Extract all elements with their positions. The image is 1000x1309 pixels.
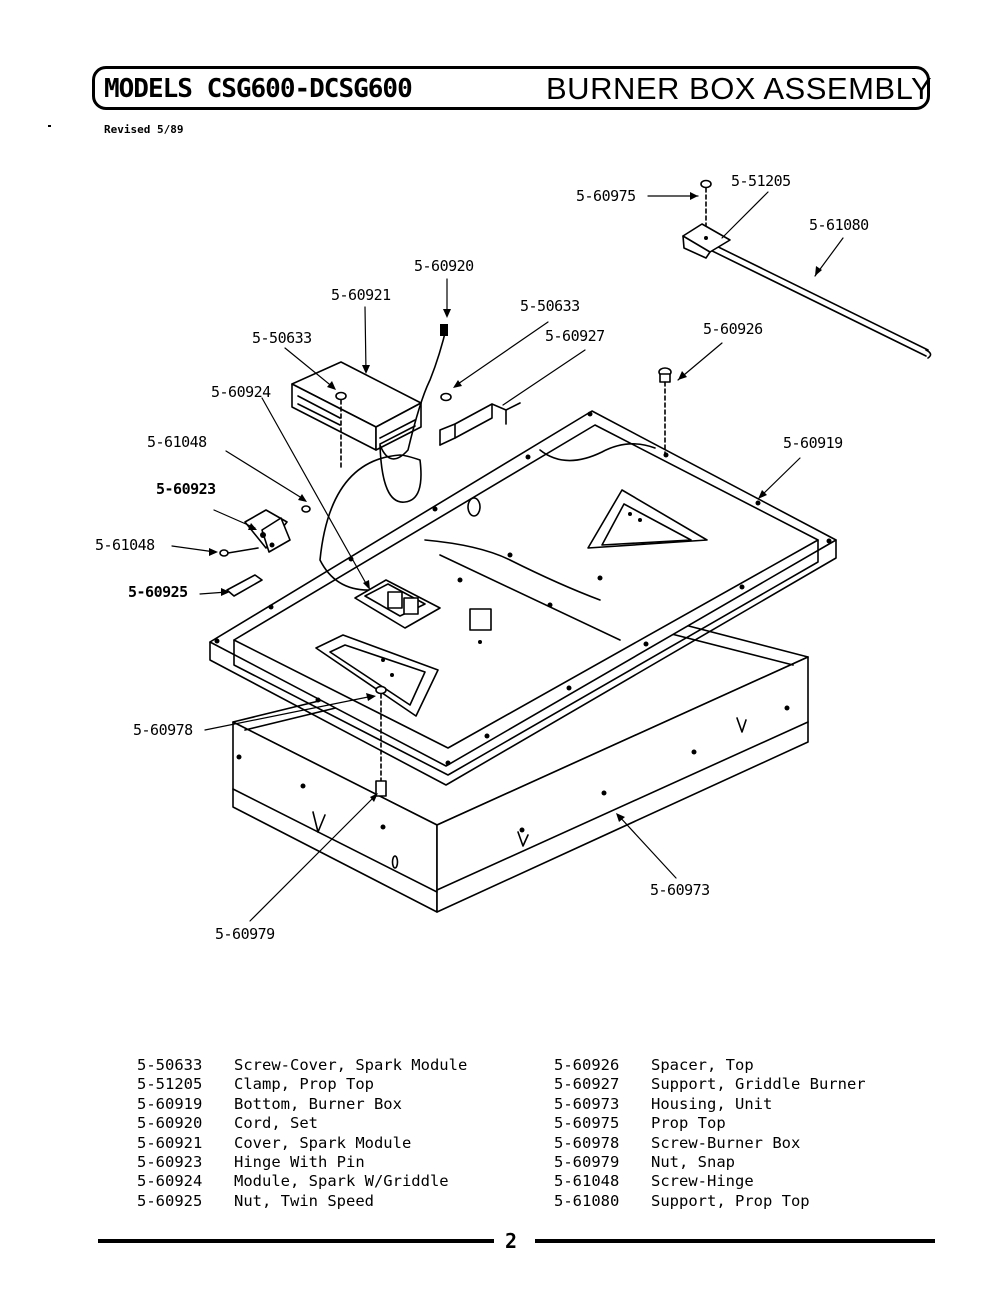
parts-row: 5-60973 Housing, Unit (554, 1095, 894, 1114)
callout-5-60920: 5-60920 (414, 257, 474, 275)
leader-arrowheads (209, 192, 822, 822)
callout-5-60927: 5-60927 (545, 327, 605, 345)
spark-module (354, 579, 441, 629)
page-number: 2 (505, 1229, 518, 1253)
callout-5-61048-upper: 5-61048 (147, 433, 207, 451)
spark-module-cover (291, 361, 422, 451)
callout-5-60925: 5-60925 (128, 583, 188, 601)
callout-5-60926: 5-60926 (703, 320, 763, 338)
parts-row: 5-60919 Bottom, Burner Box (137, 1095, 517, 1114)
parts-row: 5-61048 Screw-Hinge (554, 1172, 894, 1191)
part-number: 5-60919 (137, 1094, 203, 1113)
parts-list-right: 5-60926 Spacer, Top 5-60927 Support, Gridd… (554, 1056, 894, 1211)
callout-5-60924: 5-60924 (211, 383, 271, 401)
part-description: Prop Top (651, 1114, 726, 1133)
part-number: 5-60975 (554, 1114, 620, 1133)
cord-plug (440, 324, 448, 336)
hinge-with-pin (244, 509, 291, 553)
parts-row: 5-60979 Nut, Snap (554, 1153, 894, 1172)
parts-row: 5-60927 Support, Griddle Burner (554, 1075, 894, 1094)
callout-5-60975: 5-60975 (576, 187, 636, 205)
callout-5-60973: 5-60973 (650, 881, 710, 899)
parts-row: 5-60921 Cover, Spark Module (137, 1134, 517, 1153)
part-description: Spacer, Top (651, 1056, 754, 1074)
part-description: Clamp, Prop Top (234, 1075, 374, 1094)
griddle-burner-support (439, 402, 521, 446)
callout-5-60921: 5-60921 (331, 286, 391, 304)
part-number: 5-60979 (554, 1152, 620, 1171)
prop-top-support (682, 223, 932, 359)
part-number: 5-51205 (137, 1075, 203, 1094)
callout-5-50633-cover: 5-50633 (252, 329, 312, 347)
header-frame (92, 66, 930, 110)
part-number: 5-61080 (554, 1191, 620, 1210)
part-number: 5-60923 (137, 1152, 203, 1171)
part-description: Cover, Spark Module (234, 1133, 412, 1152)
parts-row: 5-60978 Screw-Burner Box (554, 1134, 894, 1153)
parts-row: 5-50633 Screw-Cover, Spark Module (137, 1056, 517, 1075)
part-number: 5-60920 (137, 1114, 203, 1133)
part-number: 5-60978 (554, 1133, 620, 1152)
stray-mark (48, 125, 51, 127)
part-number: 5-60926 (554, 1056, 620, 1074)
burner-box-diagram (171, 179, 932, 922)
part-number: 5-60925 (137, 1191, 203, 1210)
parts-row: 5-60923 Hinge With Pin (137, 1153, 517, 1172)
part-number: 5-50633 (137, 1056, 203, 1074)
parts-row: 5-60925 Nut, Twin Speed (137, 1192, 517, 1211)
fasteners (219, 179, 712, 797)
callout-5-61048-lower: 5-61048 (95, 536, 155, 554)
callout-5-60979: 5-60979 (215, 925, 275, 943)
part-description: Screw-Hinge (651, 1172, 754, 1191)
page-title: BURNER BOX ASSEMBLY (546, 71, 933, 106)
part-description: Screw-Cover, Spark Module (234, 1056, 468, 1074)
part-description: Cord, Set (234, 1114, 318, 1133)
part-description: Nut, Twin Speed (234, 1191, 374, 1210)
footer-rule-left (98, 1239, 494, 1243)
part-description: Nut, Snap (651, 1152, 735, 1171)
part-description: Hinge With Pin (234, 1152, 365, 1171)
footer-rule-right (535, 1239, 935, 1243)
callout-5-60919: 5-60919 (783, 434, 843, 452)
callout-5-61080: 5-61080 (809, 216, 869, 234)
part-description: Housing, Unit (651, 1094, 773, 1113)
callout-5-60923: 5-60923 (156, 480, 216, 498)
cord-set (319, 324, 448, 591)
parts-row: 5-60926 Spacer, Top (554, 1056, 894, 1075)
part-number: 5-60973 (554, 1094, 620, 1113)
parts-row: 5-61080 Support, Prop Top (554, 1192, 894, 1211)
part-description: Bottom, Burner Box (234, 1094, 402, 1113)
parts-row: 5-60975 Prop Top (554, 1114, 894, 1133)
part-number: 5-60924 (137, 1172, 203, 1191)
part-number: 5-60927 (554, 1075, 620, 1094)
callout-5-51205: 5-51205 (731, 172, 791, 190)
parts-row: 5-51205 Clamp, Prop Top (137, 1075, 517, 1094)
callout-5-60978: 5-60978 (133, 721, 193, 739)
parts-row: 5-60920 Cord, Set (137, 1114, 517, 1133)
part-number: 5-60921 (137, 1133, 203, 1152)
callout-5-50633-cord: 5-50633 (520, 297, 580, 315)
models-heading: MODELS CSG600-DCSG600 (104, 74, 413, 104)
part-description: Support, Prop Top (651, 1191, 810, 1210)
burner-box-bottom (209, 410, 837, 786)
part-number: 5-61048 (554, 1172, 620, 1191)
twin-speed-nut (226, 574, 263, 597)
parts-row: 5-60924 Module, Spark W/Griddle (137, 1172, 517, 1191)
part-description: Screw-Burner Box (651, 1133, 801, 1152)
parts-list-left: 5-50633 Screw-Cover, Spark Module 5-51205… (137, 1056, 517, 1211)
part-description: Module, Spark W/Griddle (234, 1172, 449, 1191)
part-description: Support, Griddle Burner (651, 1075, 866, 1094)
revision-note: Revised 5/89 (104, 123, 184, 136)
